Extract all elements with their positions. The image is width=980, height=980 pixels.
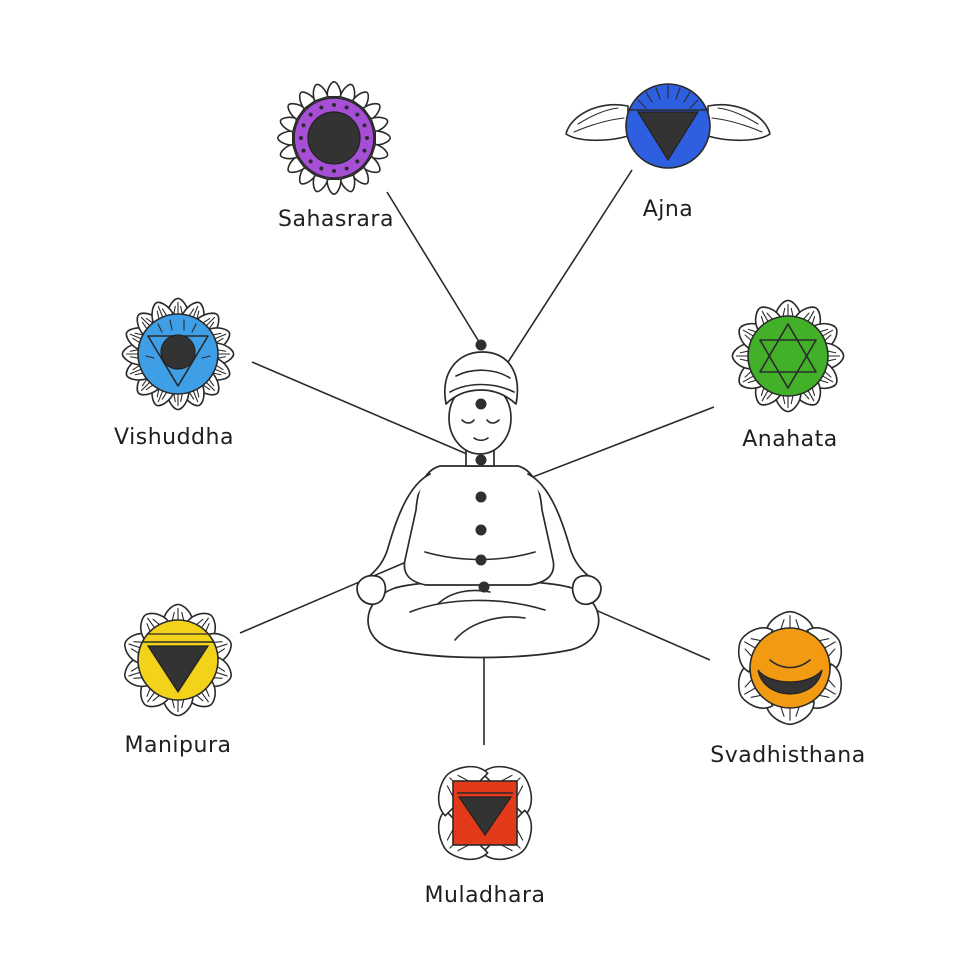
point-svadhisthana [475,554,487,566]
ring-dot [355,112,360,117]
point-sahasrara [475,339,487,351]
svadhisthana-crescent [757,669,823,695]
label-anahata: Anahata [742,427,838,452]
connector-sahasrara [386,191,482,346]
ring-dot [301,123,306,128]
ring-dot [308,159,313,164]
lotus-petal [298,166,317,185]
lotus-petal [362,155,381,174]
anahata-disc [747,315,829,397]
ring-dot [362,123,367,128]
label-manipura: Manipura [125,733,232,758]
ajna-triangle [636,111,700,162]
ring-dot [332,169,336,173]
ring-dot [365,136,369,140]
label-muladhara: Muladhara [425,883,546,908]
ajna-left-wing [565,104,629,142]
ring-dot [344,166,349,171]
chakra-points [475,339,490,593]
ring-dot [332,103,336,107]
chakra-labels: Sahasrara Ajna Vishuddha Anahata Manipur… [114,197,865,908]
vishuddha-petals [121,297,235,411]
ring-dot [319,166,324,171]
lotus-petal [351,166,370,185]
manipura-triangle [146,645,210,694]
lotus-petal [339,174,356,193]
point-vishuddha [475,454,487,466]
lotus-petal [298,91,317,110]
lotus-petal [351,91,370,110]
ring-dot [319,105,324,110]
label-vishuddha: Vishuddha [114,425,234,450]
chakra-svadhisthana [737,610,843,726]
lotus-petal [312,174,329,193]
label-sahasrara: Sahasrara [278,207,394,232]
ring-dot [301,148,306,153]
lotus-petal [370,143,389,160]
sahasrara-center [307,111,361,165]
lotus-petal [312,83,329,102]
vishuddha-center [160,334,196,370]
chakra-vishuddha [121,297,235,411]
point-ajna [475,398,487,410]
lotus-petal [326,81,342,98]
lotus-petal [279,116,298,133]
lotus-petal [374,130,391,146]
label-svadhisthana: Svadhisthana [710,743,865,768]
chakra-sahasrara [277,81,391,195]
chakra-manipura [124,603,232,717]
meditating-figure [356,351,602,659]
lotus-petal [279,143,298,160]
muladhara-triangle [457,796,513,837]
sahasrara-dots [299,103,369,173]
sahasrara-petals [277,81,391,195]
chakra-ajna [565,83,771,169]
lotus-petal [287,102,306,121]
lotus-petal [362,102,381,121]
point-anahata [475,491,487,503]
lotus-petal [326,178,342,195]
chakra-anahata [731,299,845,413]
ring-dot [362,148,367,153]
point-manipura [475,524,487,536]
chakra-muladhara [437,765,533,861]
ring-dot [308,112,313,117]
point-muladhara [478,581,490,593]
lotus-petal [277,130,294,146]
connector-vishuddha [251,361,482,461]
ring-dot [355,159,360,164]
ring-dot [344,105,349,110]
ajna-right-wing [707,104,771,142]
anahata-star [759,323,817,389]
label-ajna: Ajna [643,197,694,222]
lotus-petal [370,116,389,133]
lotus-petal [287,155,306,174]
ring-dot [299,136,303,140]
lotus-petal [339,83,356,102]
